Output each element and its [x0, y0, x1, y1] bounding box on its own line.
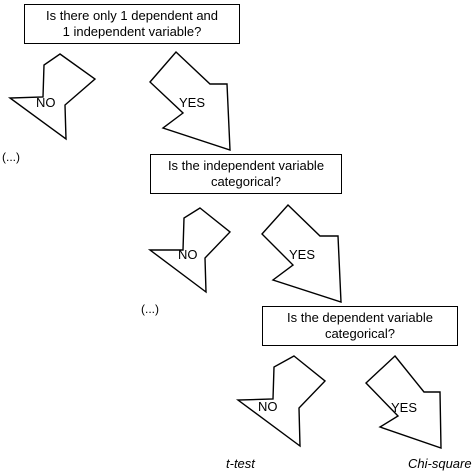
- arrow-no-3: NO: [235, 355, 327, 448]
- arrow-yes-2-label: YES: [289, 247, 315, 262]
- arrow-yes-1: YES: [149, 50, 231, 151]
- arrow-no-3-label: NO: [258, 399, 278, 414]
- question-1-line-1: Is there only 1 dependent and: [45, 8, 219, 23]
- ellipsis-1: (...): [2, 150, 20, 164]
- outcome-t-test: t-test: [226, 456, 255, 471]
- arrow-no-2-label: NO: [178, 247, 198, 262]
- question-box-1: Is there only 1 dependent and 1 independ…: [24, 4, 240, 44]
- arrow-yes-3-label: YES: [391, 400, 417, 415]
- question-2-line-2: categorical?: [210, 174, 282, 189]
- arrow-yes-2: YES: [261, 203, 342, 303]
- arrow-yes-1-label: YES: [179, 95, 205, 110]
- arrow-no-2: NO: [147, 207, 232, 294]
- question-1-line-2: 1 independent variable?: [62, 24, 202, 39]
- question-2-line-1: Is the independent variable: [167, 158, 325, 173]
- arrow-yes-3: YES: [365, 354, 442, 449]
- question-box-2: Is the independent variable categorical?: [150, 154, 342, 194]
- outcome-chi-square: Chi-square: [408, 456, 472, 471]
- arrow-no-1: NO: [7, 53, 97, 141]
- question-3-line-1: Is the dependent variable: [287, 310, 433, 325]
- question-box-3: Is the dependent variable categorical?: [262, 306, 458, 346]
- question-3-line-2: categorical?: [324, 326, 396, 341]
- ellipsis-2: (...): [141, 302, 159, 316]
- arrow-no-1-label: NO: [36, 95, 56, 110]
